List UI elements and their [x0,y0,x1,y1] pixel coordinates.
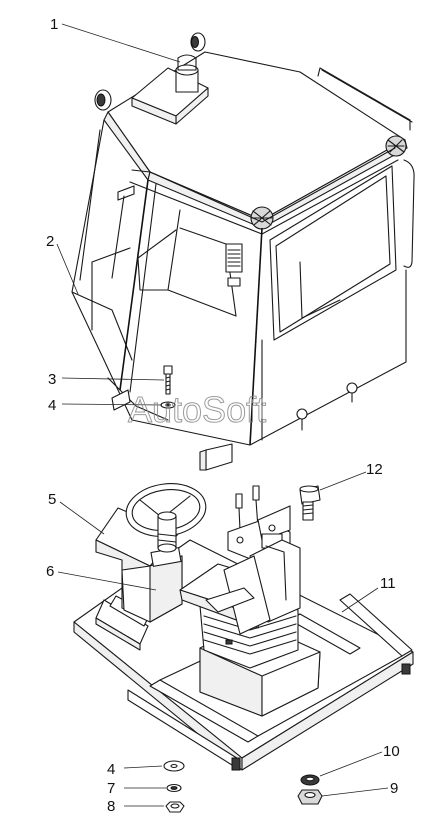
callout-4-lower: 4 [107,761,115,778]
callout-4-upper: 4 [48,397,56,414]
cab-fitting-right [346,382,358,394]
work-light-rear-left [94,89,112,111]
steering-wheel [125,483,207,553]
bolt-12 [299,485,321,521]
callout-2: 2 [46,233,54,250]
pedal-ramp [95,595,151,651]
cab-side-window [269,165,397,341]
beacon-lamp [131,54,209,125]
callout-7: 7 [107,780,115,797]
steering-column-housing [95,507,183,623]
cab-step [111,389,131,411]
cab-latch-box [205,443,233,471]
callout-9: 9 [390,780,398,797]
operator-seat [179,539,321,717]
washer-4-lower [163,760,185,772]
callout-3: 3 [48,371,56,388]
callout-11: 11 [380,575,396,592]
callout-10: 10 [383,743,400,760]
cab-assembly [71,32,415,471]
callout-6: 6 [46,563,54,580]
cab-front-left-pillar [119,179,149,391]
callout-12: 12 [366,461,383,478]
bolt-3-upper [163,365,173,395]
lock-washer-10 [300,774,320,786]
leader-lines [56,23,389,807]
side-handrail [403,159,415,268]
callout-1: 1 [50,16,58,33]
washer-4-upper [160,401,176,409]
roof-handrail [317,67,411,131]
nut-9 [297,789,323,805]
callout-5: 5 [48,491,56,508]
cab-fitting-front [296,408,308,420]
nut-8 [165,801,185,813]
watermark-text: AutoSoft [128,389,266,430]
callout-labels: 1 2 3 4 5 6 11 12 4 7 8 10 9 [46,16,400,815]
work-light-front-right [385,135,407,157]
cab-roof [107,51,406,221]
cab-front-right-pillar [249,227,263,446]
work-light-rear-top [190,32,206,52]
lock-washer-7 [166,783,182,793]
cab-left-glass [71,119,105,361]
callout-8: 8 [107,798,115,815]
